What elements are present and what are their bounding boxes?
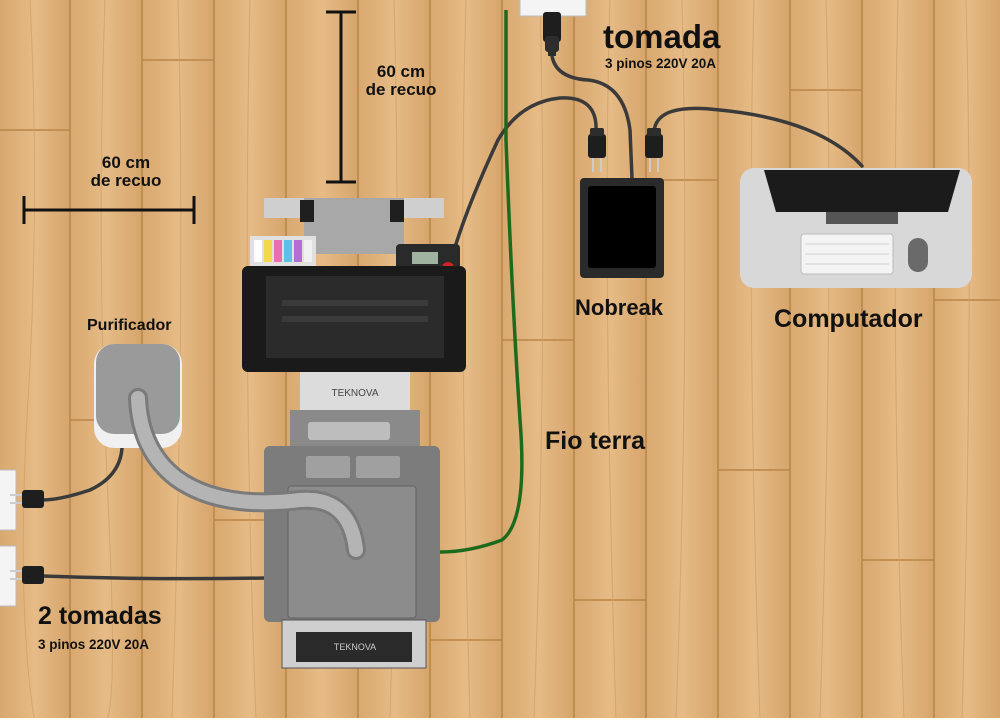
mouse-icon <box>908 238 928 272</box>
plug-icon <box>10 566 44 584</box>
dtf-printer: TEKNOVA TEKNOVA <box>242 198 466 669</box>
brand-mark: TEKNOVA <box>331 388 378 399</box>
plug-icon <box>588 128 606 172</box>
cable-purifier-to-outlet <box>40 446 124 502</box>
clearance-distance: 60 cm <box>376 62 426 81</box>
cable-printer-to-outlet <box>40 574 268 581</box>
plug-icon <box>10 490 44 508</box>
clearance-caption: de recuo <box>90 170 162 190</box>
nobreak-label: Nobreak <box>575 295 664 320</box>
outlets-title: 2 tomadas <box>38 602 162 630</box>
plug-icon <box>645 128 663 172</box>
monitor-icon <box>764 170 960 212</box>
nobreak-ups <box>580 178 664 278</box>
clearance-caption: de recuo <box>365 79 437 99</box>
cable-nobreak-to-printer <box>454 96 598 246</box>
clearance-label-top: 60 cm de recuo <box>358 63 444 99</box>
outlet-title: tomada <box>603 18 721 55</box>
outlet-spec: 3 pinos 220V 20A <box>605 56 717 71</box>
cable-nobreak-to-computer <box>652 106 864 168</box>
clearance-label-left: 60 cm de recuo <box>78 154 174 190</box>
clearance-marker-left <box>22 196 196 224</box>
ground-wire-label: Fio terra <box>545 427 646 455</box>
clearance-distance: 60 cm <box>101 153 151 172</box>
purifier-label: Purificador <box>87 317 172 334</box>
computer-label: Computador <box>774 305 923 333</box>
computer-desk <box>740 168 972 288</box>
outlets-spec: 3 pinos 220V 20A <box>38 637 150 652</box>
plug-icon <box>543 12 561 56</box>
wall-outlet-left-2 <box>0 545 17 607</box>
clearance-marker-top <box>326 10 356 184</box>
power-cables <box>40 54 864 581</box>
wall-outlet-left-1 <box>0 469 17 531</box>
cable-outlet-to-nobreak <box>550 54 634 180</box>
brand-mark: TEKNOVA <box>334 642 376 652</box>
air-purifier <box>94 344 366 560</box>
ground-wire <box>439 10 524 554</box>
